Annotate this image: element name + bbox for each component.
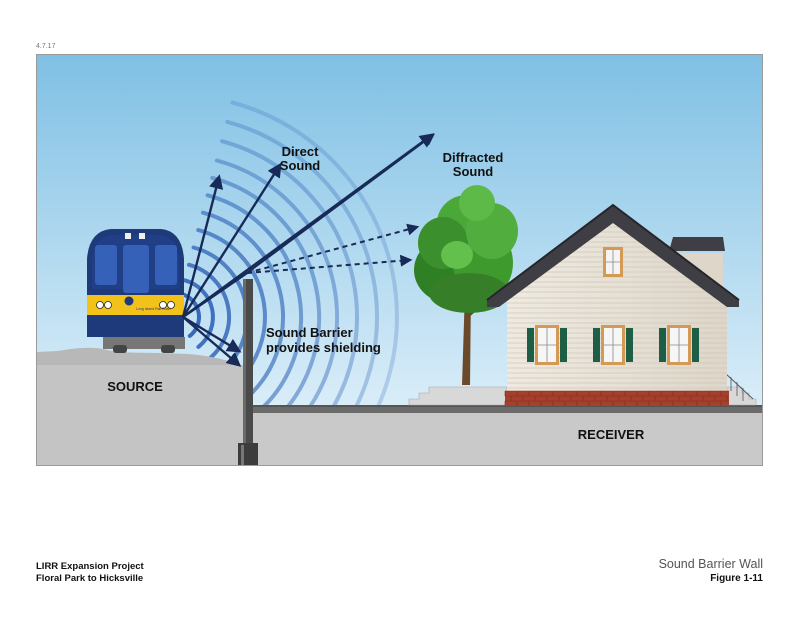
direct-sound-label-line2: Sound — [280, 158, 320, 173]
project-name: LIRR Expansion Project Floral Park to Hi… — [36, 561, 144, 585]
source-label: SOURCE — [107, 379, 163, 394]
diffracted-sound-label: Diffracted — [443, 150, 504, 165]
sound-paths — [181, 133, 435, 367]
train: Long Island Rail Road — [87, 229, 185, 353]
sound-barrier-wall — [238, 279, 258, 465]
barrier-label: Sound Barrier — [266, 325, 353, 340]
receiver-label: RECEIVER — [578, 427, 645, 442]
date-stamp: 4.7.17 — [36, 43, 56, 50]
figure-title: Sound Barrier Wall — [658, 557, 763, 571]
sound-barrier-diagram: Long Island Rail Road Direct Sound Diffr… — [37, 55, 762, 465]
figure-number: Figure 1-11 — [710, 573, 763, 584]
project-line-2: Floral Park to Hicksville — [36, 573, 144, 584]
mta-logo-icon — [124, 296, 134, 306]
diagram-frame: Long Island Rail Road Direct Sound Diffr… — [36, 54, 763, 466]
train-logo-text: Long Island Rail Road — [136, 307, 170, 311]
house — [408, 203, 757, 406]
figure-caption: Sound Barrier Wall Figure 1-11 — [659, 556, 763, 585]
direct-sound-label: Direct — [282, 144, 320, 159]
barrier-label-line2: provides shielding — [266, 340, 381, 355]
tree — [414, 185, 518, 385]
project-line-1: LIRR Expansion Project — [36, 561, 144, 572]
diffracted-sound-label-line2: Sound — [453, 164, 493, 179]
